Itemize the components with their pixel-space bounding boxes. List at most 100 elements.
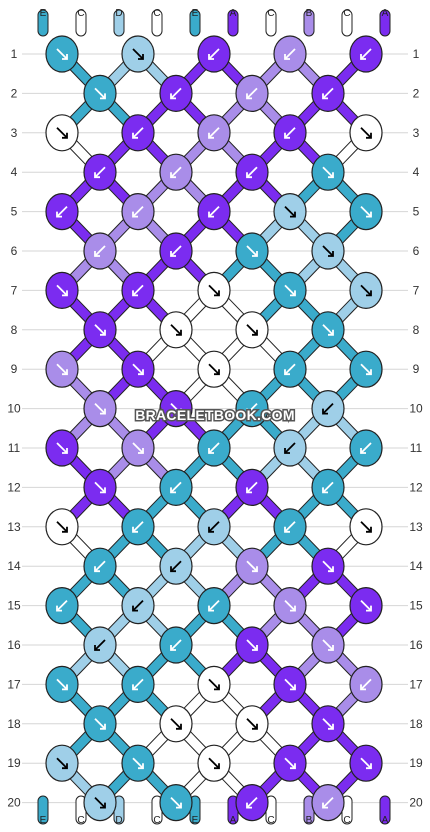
arrow-head: [170, 93, 176, 100]
row-number-left: 18: [7, 717, 21, 731]
arrow-head: [366, 211, 372, 218]
knot: [273, 114, 307, 152]
arrow-down-right-icon: [246, 324, 258, 336]
row-number-right: 1: [413, 47, 420, 61]
knot: [45, 665, 79, 704]
knot: [83, 547, 117, 585]
knot: [159, 153, 193, 191]
arrow-down-right-icon: [170, 324, 182, 336]
arrow-down-right-icon: [246, 245, 258, 257]
strand-letter-top: C: [343, 8, 350, 19]
arrow-down-left-icon: [208, 521, 220, 533]
knot: [121, 271, 155, 309]
arrow-down-left-icon: [322, 796, 334, 809]
arrow-down-left-icon: [132, 284, 144, 297]
arrow-head: [290, 763, 296, 770]
arrow-down-right-icon: [94, 324, 106, 336]
arrow-head: [208, 54, 214, 60]
arrow-head: [246, 93, 252, 100]
knot: [197, 35, 231, 73]
arrow-down-left-icon: [360, 678, 372, 691]
strand-letter-bottom: C: [343, 815, 350, 826]
row-number-right: 16: [409, 638, 423, 652]
row-number-left: 12: [7, 480, 21, 494]
arrow-down-right-icon: [56, 678, 68, 691]
arrow-head: [360, 448, 366, 454]
arrow-down-right-icon: [360, 205, 372, 218]
knot: [159, 311, 193, 349]
knot: [45, 744, 79, 782]
knot: [349, 586, 383, 625]
arrow-down-right-icon: [56, 442, 68, 454]
arrow-head: [94, 251, 100, 257]
row-number-left: 19: [7, 756, 21, 770]
arrow-down-right-icon: [94, 87, 106, 100]
arrow-down-left-icon: [360, 442, 372, 454]
arrow-down-right-icon: [360, 127, 372, 139]
arrow-down-left-icon: [284, 363, 296, 375]
knot: [197, 114, 231, 152]
knot: [121, 586, 155, 625]
arrow-head: [170, 566, 176, 573]
arrow-down-right-icon: [94, 718, 106, 730]
arrow-head: [56, 605, 62, 612]
knot: [83, 232, 117, 270]
strand-stub-top: [189, 9, 201, 37]
row-number-left: 13: [7, 520, 21, 534]
row-number-left: 7: [11, 283, 18, 297]
arrow-down-left-icon: [322, 87, 334, 100]
strand-letter-top: E: [40, 8, 47, 19]
arrow-head: [360, 54, 366, 60]
arrow-down-left-icon: [284, 521, 296, 533]
arrow-head: [170, 487, 176, 494]
arrow-down-right-icon: [322, 166, 334, 178]
row-number-left: 9: [11, 362, 18, 376]
row-number-right: 14: [409, 559, 423, 573]
row-number-right: 15: [409, 599, 423, 613]
row-number-right: 3: [413, 126, 420, 140]
arrow-down-right-icon: [132, 363, 144, 375]
arrow-down-left-icon: [132, 127, 144, 139]
knot: [45, 429, 79, 467]
arrow-head: [366, 369, 372, 376]
arrow-down-left-icon: [94, 166, 106, 178]
strand-letter-bottom: A: [382, 815, 389, 826]
knot: [121, 114, 155, 152]
arrow-down-right-icon: [360, 521, 372, 533]
knot: [45, 271, 79, 309]
knot: [311, 232, 345, 270]
arrow-down-right-icon: [360, 599, 372, 612]
knot: [311, 547, 345, 585]
knot: [45, 586, 79, 625]
arrow-head: [138, 369, 144, 376]
arrow-head: [290, 290, 296, 297]
knot: [159, 626, 193, 664]
knot: [311, 468, 345, 506]
arrow-down-right-icon: [208, 678, 220, 691]
arrow-down-right-icon: [170, 402, 182, 415]
strand-letter-top: C: [77, 8, 84, 19]
arrow-down-left-icon: [132, 678, 144, 691]
arrow-down-right-icon: [322, 718, 334, 730]
knot: [273, 744, 307, 782]
knot: [45, 114, 79, 152]
row-number-right: 19: [409, 756, 423, 770]
arrow-down-left-icon: [284, 442, 296, 454]
arrow-head: [138, 54, 144, 60]
arrow-down-right-icon: [132, 48, 144, 60]
arrow-head: [328, 251, 334, 257]
arrow-down-left-icon: [322, 481, 334, 494]
arrow-head: [132, 605, 138, 612]
arrow-down-left-icon: [208, 599, 220, 612]
arrow-head: [290, 605, 296, 612]
knot: [83, 468, 117, 506]
row-number-left: 5: [11, 205, 18, 219]
arrow-head: [62, 526, 68, 533]
arrow-down-right-icon: [246, 560, 258, 572]
strand-letter-bottom: C: [153, 815, 160, 826]
row-number-right: 11: [410, 441, 423, 455]
arrow-head: [56, 211, 62, 218]
knot: [83, 705, 117, 743]
knot: [311, 153, 345, 191]
